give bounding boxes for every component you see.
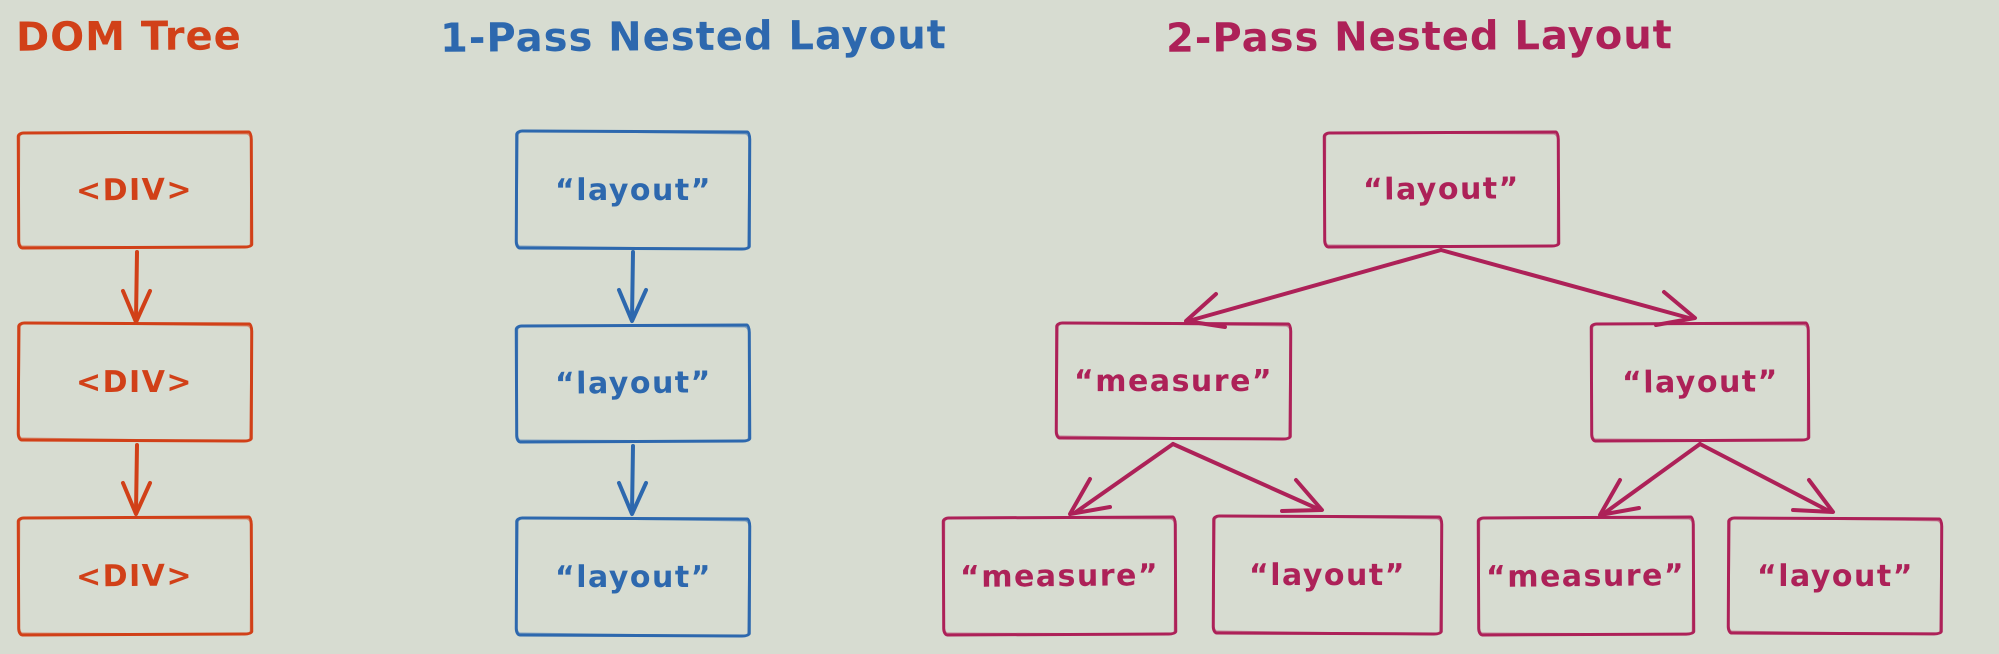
section-one-pass: 1-Pass Nested Layout “layout” “layout” “… <box>400 0 947 654</box>
arrow-div2-div3 <box>121 443 152 516</box>
node-label: “layout” <box>1621 363 1779 401</box>
node-label: “layout” <box>1362 171 1521 208</box>
section-title-two-pass: 2-Pass Nested Layout <box>1165 12 1673 62</box>
node-div-3: <DIV> <box>16 515 254 637</box>
arrow-measure-leaflayout1 <box>1171 442 1324 513</box>
node-leaf-measure-2: “measure” <box>1476 515 1696 637</box>
node-div-1: <DIV> <box>16 130 254 250</box>
node-label: “layout” <box>1249 557 1406 593</box>
arrow-root-layout <box>1439 248 1697 327</box>
node-leaf-measure-1: “measure” <box>941 515 1178 637</box>
arrow-layout-leafmeasure2 <box>1598 442 1702 517</box>
node-label: “layout” <box>554 365 712 402</box>
arrow-root-measure <box>1184 248 1443 329</box>
node-label: <DIV> <box>76 364 194 400</box>
node-layout-2: “layout” <box>514 323 752 444</box>
node-layout-right: “layout” <box>1589 321 1811 443</box>
arrow-layout-leaflayout2 <box>1698 442 1835 514</box>
section-two-pass: 2-Pass Nested Layout “layout” “measure” … <box>900 0 1999 654</box>
arrow-div1-div2 <box>121 250 152 324</box>
node-div-2: <DIV> <box>16 321 254 443</box>
arrow-measure-leafmeasure1 <box>1068 442 1175 516</box>
arrow-layout2-layout3 <box>617 444 648 516</box>
node-label: <DIV> <box>76 171 194 209</box>
node-root-layout: “layout” <box>1322 130 1561 249</box>
node-layout-3: “layout” <box>514 516 752 638</box>
node-label: “measure” <box>1073 363 1274 399</box>
section-dom-tree: DOM Tree <DIV> <DIV> <DIV> <box>0 0 280 654</box>
node-measure-left: “measure” <box>1054 321 1293 441</box>
node-label: “layout” <box>1756 558 1914 594</box>
node-label: <DIV> <box>76 557 194 595</box>
node-label: “layout” <box>554 172 712 208</box>
arrow-layout1-layout2 <box>617 250 648 323</box>
node-leaf-layout-2: “layout” <box>1726 516 1944 636</box>
node-layout-1: “layout” <box>514 129 752 251</box>
node-label: “layout” <box>554 559 712 595</box>
node-leaf-layout-1: “layout” <box>1211 514 1444 636</box>
section-title-one-pass: 1-Pass Nested Layout <box>439 12 947 62</box>
node-label: “measure” <box>1486 557 1686 595</box>
section-title-dom-tree: DOM Tree <box>15 13 242 61</box>
node-label: “measure” <box>959 557 1160 595</box>
